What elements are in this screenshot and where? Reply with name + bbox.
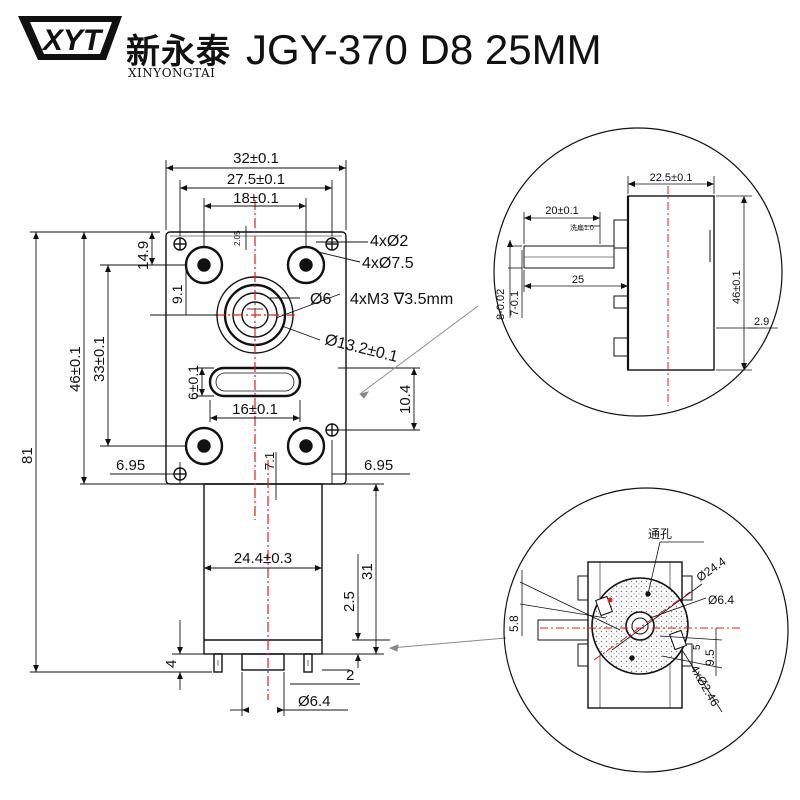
dim-2-9: 2.9 <box>754 316 769 328</box>
dim-6: 6±0.1 <box>185 365 201 400</box>
motor-rear-boss <box>241 653 285 671</box>
side-dimension-lines <box>507 176 778 371</box>
label-through-hole: 通孔 <box>648 527 672 541</box>
dim-33: 33±0.1 <box>91 336 108 382</box>
dim-d24-4: Ø24.4 <box>694 554 729 584</box>
dim-22-5: 22.5±0.1 <box>650 172 693 184</box>
label-m3: 4xM3 ∇3.5mm <box>350 291 453 308</box>
side-gearbox-body <box>627 195 715 371</box>
dim-8-0-02: 8-0.02 <box>495 289 507 320</box>
dim-20: 20±0.1 <box>545 205 579 217</box>
dim-6-95-left: 6.95 <box>116 457 145 474</box>
page-title: JGY-370 D8 25MM <box>246 26 602 73</box>
xyt-logo-icon: XYT <box>18 16 122 60</box>
brand-logo-block: XYT 新永泰 XINYONGTAI <box>8 10 238 82</box>
dim-25: 25 <box>572 274 584 286</box>
corner-screw-mr <box>325 423 339 437</box>
dim-7-0-1: 7-0.1 <box>509 291 521 316</box>
mount-hole-bottom-left <box>184 426 224 466</box>
dim-side-46: 46±0.1 <box>731 270 743 304</box>
dim-32: 32±0.1 <box>233 150 279 167</box>
side-dimension-labels: 22.5±0.1 20±0.1 洗扁1.0 25 8-0.02 7-0.1 46… <box>495 172 769 328</box>
brand-name-english: XINYONGTAI <box>128 66 216 80</box>
dim-81: 81 <box>19 447 36 464</box>
dim-2: 2 <box>346 667 354 684</box>
brand-name-chinese: 新永泰 <box>126 32 231 72</box>
dim-d6-4: Ø6.4 <box>298 693 331 710</box>
dim-46: 46±0.1 <box>67 346 84 392</box>
side-view-detail <box>493 127 783 417</box>
label-d6: Ø6 <box>310 291 331 308</box>
mount-hole-bottom-right <box>286 426 326 466</box>
terminal-left <box>213 653 223 673</box>
logo-letters: XYT <box>41 24 104 57</box>
dim-2-5: 2.5 <box>341 591 358 612</box>
dim-24-4: 24.4±0.3 <box>234 550 292 567</box>
back-shaft <box>537 619 589 641</box>
front-centerlines <box>215 200 295 700</box>
back-centerlines <box>540 591 740 661</box>
dim-back-d6-4: Ø6.4 <box>708 593 734 607</box>
dim-9-1: 9.1 <box>169 284 185 304</box>
label-4xd7-5: 4xØ7.5 <box>362 255 414 272</box>
label-d13-2: Ø13.2±0.1 <box>323 331 400 366</box>
dim-4: 4 <box>163 660 180 668</box>
dim-10-4: 10.4 <box>397 385 414 414</box>
dim-27-5: 27.5±0.1 <box>227 171 285 188</box>
motor-body <box>203 483 323 655</box>
detail-leaders <box>359 305 507 652</box>
gearbox-plate <box>165 231 347 485</box>
dim-6-95-right: 6.95 <box>364 457 393 474</box>
dim-9-5: 9.5 <box>703 649 717 666</box>
label-4xd2-46: 4xØ2.46 <box>687 663 722 710</box>
terminal-right <box>303 653 313 673</box>
label-4xd2: 4xØ2 <box>370 233 408 250</box>
dim-31: 31 <box>359 563 376 580</box>
corner-screw-tl <box>173 237 187 251</box>
front-dimension-lines <box>30 160 420 716</box>
corner-screw-tr <box>325 237 339 251</box>
label-flat-1-0: 洗扁1.0 <box>570 223 594 232</box>
dim-5-8: 5.8 <box>507 615 521 632</box>
back-leader-lines <box>519 541 723 713</box>
dim-16: 16±0.1 <box>232 401 278 418</box>
dim-14-9: 14.9 <box>135 241 152 270</box>
dim-2-05: 2.05 <box>233 230 242 246</box>
dim-7-1: 7.1 <box>262 452 277 470</box>
dim-18: 18±0.1 <box>233 190 279 207</box>
dim-5: 5 <box>692 644 703 650</box>
mount-hole-top-left <box>184 245 224 285</box>
back-view-detail <box>503 487 789 773</box>
